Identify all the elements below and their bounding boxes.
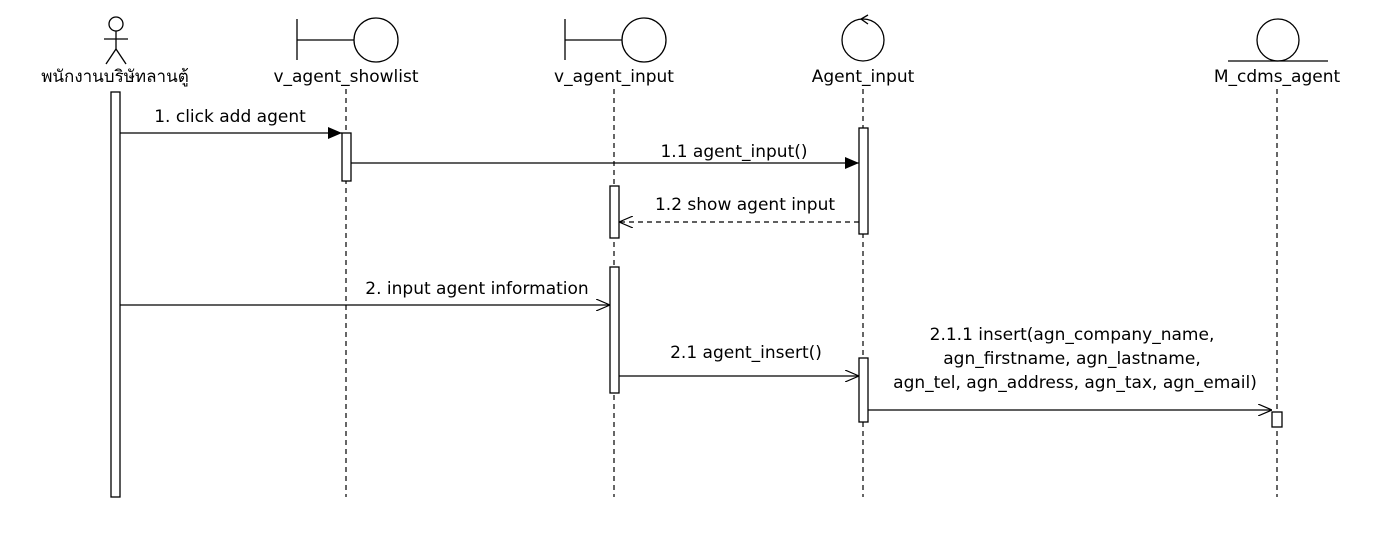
message-label: 1.2 show agent input	[655, 195, 835, 215]
message-1: 1. click add agent	[120, 107, 342, 139]
entity-participant: M_cdms_agent	[1214, 18, 1341, 87]
message-label: 2.1 agent_insert()	[670, 343, 822, 363]
message-1-1: 1.1 agent_input()	[351, 142, 859, 169]
message-label-line-3: agn_tel, agn_address, agn_tax, agn_email…	[893, 373, 1257, 393]
entity-label: M_cdms_agent	[1214, 67, 1341, 87]
showlist-label: v_agent_showlist	[273, 67, 418, 87]
message-2: 2. input agent information	[120, 279, 610, 305]
message-label: 1.1 agent_input()	[660, 142, 807, 162]
showlist-participant: v_agent_showlist	[273, 17, 419, 87]
actor-participant: พนักงานบริษัทลานตู้	[41, 16, 189, 87]
input-view-activation-bar	[609, 266, 620, 394]
message-label: 2. input agent information	[365, 279, 588, 299]
message-1-2: 1.2 show agent input	[619, 195, 859, 222]
message-label: 1. click add agent	[154, 107, 306, 127]
message-label-line-2: agn_firstname, agn_lastname,	[943, 349, 1200, 369]
input-view-label: v_agent_input	[554, 67, 674, 87]
entity-icon	[1228, 18, 1328, 62]
message-2-1-1: 2.1.1 insert(agn_company_name, agn_first…	[868, 325, 1272, 410]
message-2-1: 2.1 agent_insert()	[619, 343, 859, 376]
input-view-participant: v_agent_input	[554, 17, 674, 87]
controller-participant: Agent_input	[812, 14, 915, 87]
showlist-activation-bar	[341, 132, 352, 182]
controller-activation-bar	[858, 127, 869, 235]
input-view-activation-bar	[609, 185, 620, 239]
control-icon	[841, 14, 885, 62]
boundary-icon	[296, 17, 399, 63]
message-label-line-1: 2.1.1 insert(agn_company_name,	[930, 325, 1215, 345]
boundary-icon	[564, 17, 667, 63]
entity-activation-bar	[1271, 411, 1283, 428]
actor-activation-bar	[110, 91, 121, 498]
actor-label: พนักงานบริษัทลานตู้	[41, 67, 189, 87]
controller-label: Agent_input	[812, 67, 915, 87]
controller-activation-bar	[858, 357, 869, 423]
actor-icon	[104, 16, 128, 65]
